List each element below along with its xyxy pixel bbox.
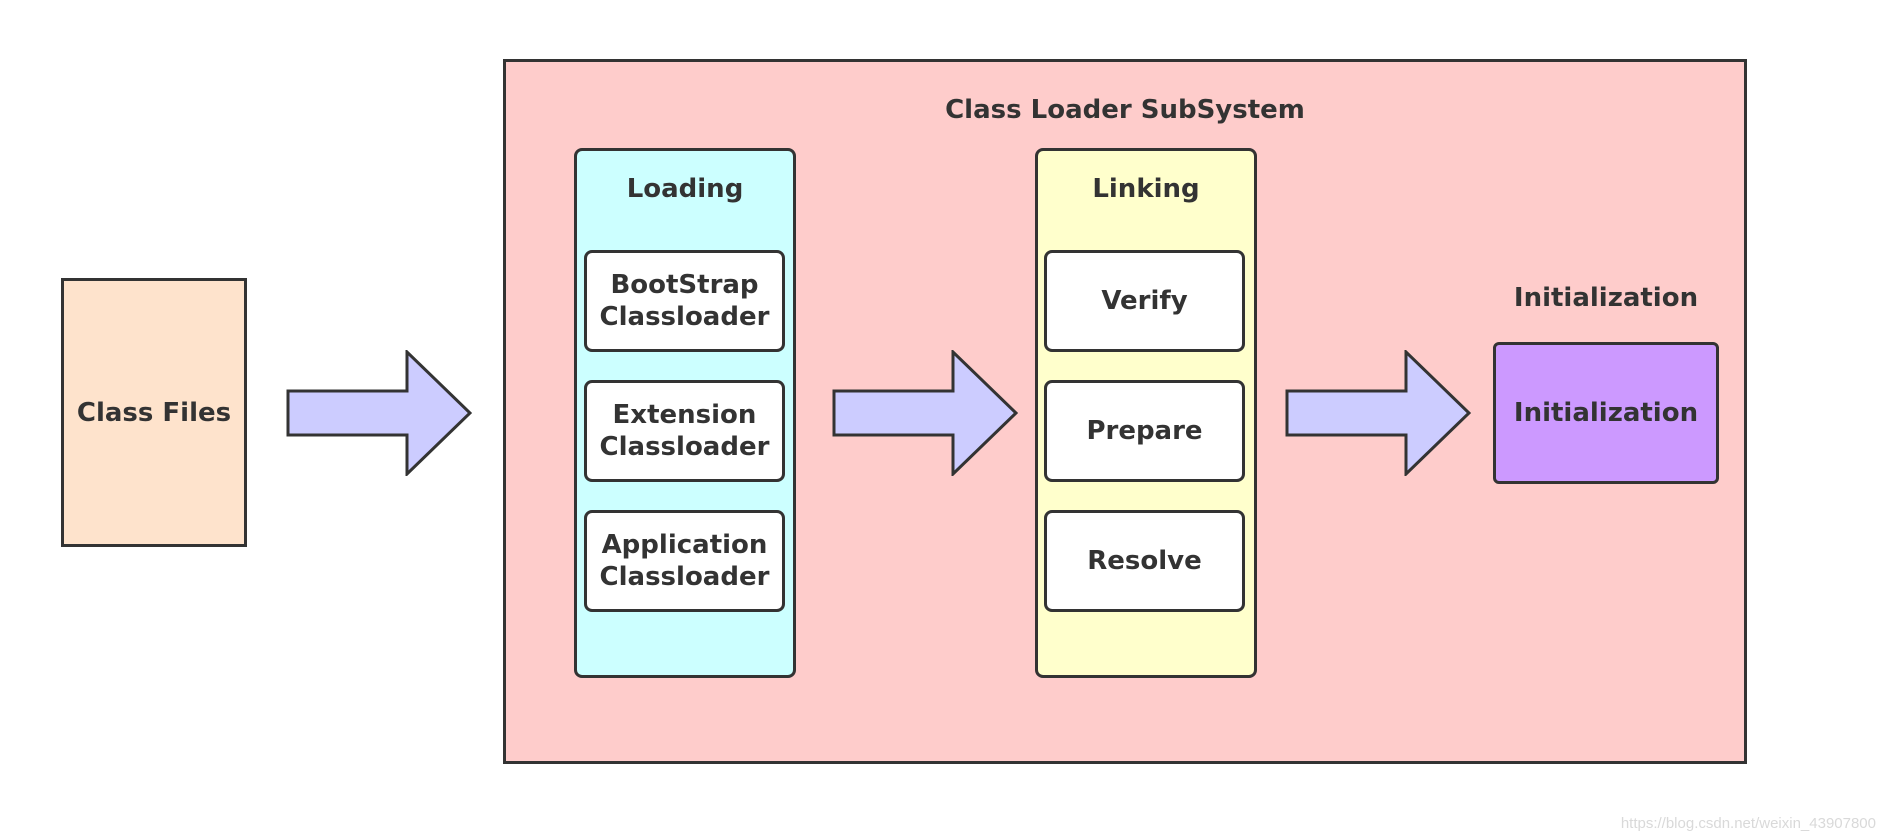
watermark: https://blog.csdn.net/weixin_43907800 [1620, 815, 1876, 832]
initialization-box-label: Initialization [1513, 398, 1699, 428]
prepare-label: Prepare [1086, 416, 1203, 446]
class-files-box: Class Files [61, 278, 247, 547]
prepare-box: Prepare [1044, 380, 1245, 482]
application-classloader-label: Application Classloader [599, 530, 770, 592]
loading-title: Loading [626, 174, 744, 204]
arrow-loading-to-linking [832, 350, 1018, 476]
bootstrap-classloader-box: BootStrap Classloader [584, 250, 785, 352]
extension-classloader-label: Extension Classloader [599, 400, 770, 462]
initialization-title: Initialization [1513, 283, 1699, 313]
linking-title: Linking [1092, 174, 1200, 204]
verify-label: Verify [1101, 286, 1188, 316]
arrow-linking-to-initialization [1285, 350, 1471, 476]
subsystem-title: Class Loader SubSystem [945, 95, 1305, 125]
initialization-box: Initialization [1493, 342, 1719, 484]
class-files-label: Class Files [76, 397, 232, 428]
resolve-label: Resolve [1087, 546, 1202, 576]
extension-classloader-box: Extension Classloader [584, 380, 785, 482]
arrow-to-subsystem [286, 350, 472, 476]
verify-box: Verify [1044, 250, 1245, 352]
bootstrap-classloader-label: BootStrap Classloader [599, 270, 770, 332]
application-classloader-box: Application Classloader [584, 510, 785, 612]
resolve-box: Resolve [1044, 510, 1245, 612]
